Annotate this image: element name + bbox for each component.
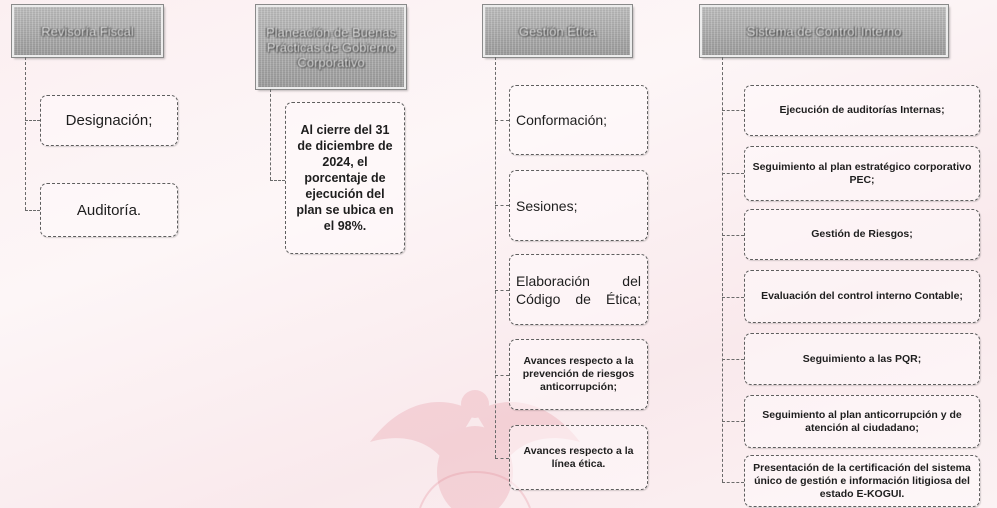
item-label: Avances respecto a la línea ética.	[523, 444, 634, 470]
connector-line	[722, 57, 723, 482]
item-conformacion: Conformación;	[509, 85, 648, 155]
item-label: Al cierre del 31 de diciembre de 2024, e…	[296, 123, 394, 233]
connector-line	[270, 180, 285, 181]
connector-line	[495, 458, 509, 459]
item-codigo-etica: Elaboración del Código de Ética;	[509, 254, 648, 325]
connector-line	[495, 120, 509, 121]
item-plan-anticorrupcion: Seguimiento al plan anticorrupción y de …	[744, 395, 980, 448]
header-control-interno: Sistema de Control Interno	[700, 5, 948, 57]
item-label: Elaboración del Código de Ética;	[516, 272, 641, 307]
header-label: Gestión Ética	[518, 23, 597, 39]
item-auditorias-internas: Ejecución de auditorías Internas;	[744, 85, 980, 136]
connector-line	[722, 359, 744, 360]
header-label: Sistema de Control Interno	[746, 23, 902, 39]
header-label: Revisoría Fiscal	[41, 23, 134, 39]
connector-line	[495, 205, 509, 206]
item-label: Auditoría.	[76, 201, 142, 219]
connector-line	[25, 210, 40, 211]
item-label: Seguimiento a las PQR;	[802, 352, 922, 365]
connector-line	[722, 173, 744, 174]
item-label: Seguimiento al plan anticorrupción y de …	[762, 408, 962, 434]
item-label: Sesiones;	[516, 197, 578, 214]
connector-line	[722, 235, 744, 236]
item-label: Gestión de Riesgos;	[811, 228, 913, 240]
connector-line	[722, 110, 744, 111]
header-gestion-etica: Gestión Ética	[483, 5, 632, 57]
item-riesgos-anticorrupcion: Avances respecto a la prevención de ries…	[509, 339, 648, 410]
connector-line	[495, 57, 496, 458]
item-label: Presentación de la certificación del sis…	[753, 461, 971, 500]
connector-line	[25, 120, 40, 121]
connector-line	[495, 290, 509, 291]
header-label: Planeación de Buenas Prácticas de Gobier…	[265, 24, 397, 70]
item-label: Conformación;	[516, 112, 608, 128]
item-label: Designación;	[65, 112, 153, 129]
item-designacion: Designación;	[40, 95, 178, 146]
item-sesiones: Sesiones;	[509, 170, 648, 241]
item-auditoria: Auditoría.	[40, 183, 178, 237]
item-gestion-riesgos: Gestión de Riesgos;	[744, 209, 980, 260]
item-label: Ejecución de auditorías Internas;	[779, 104, 945, 116]
connector-line	[722, 297, 744, 298]
header-gobierno-corporativo: Planeación de Buenas Prácticas de Gobier…	[256, 5, 406, 89]
item-plan-estrategico: Seguimiento al plan estratégico corporat…	[744, 146, 980, 201]
item-pqr: Seguimiento a las PQR;	[744, 333, 980, 385]
item-label: Evaluación del control interno Contable;	[761, 290, 963, 302]
item-linea-etica: Avances respecto a la línea ética.	[509, 425, 648, 490]
connector-line	[25, 57, 26, 210]
item-ejecucion-plan: Al cierre del 31 de diciembre de 2024, e…	[285, 102, 405, 254]
item-label: Avances respecto a la prevención de ries…	[522, 355, 635, 393]
connector-line	[722, 421, 744, 422]
item-ekogui: Presentación de la certificación del sis…	[744, 455, 980, 507]
item-label: Seguimiento al plan estratégico corporat…	[752, 160, 972, 186]
connector-line	[495, 375, 509, 376]
item-control-contable: Evaluación del control interno Contable;	[744, 270, 980, 323]
header-revisoria-fiscal: Revisoría Fiscal	[12, 5, 163, 57]
connector-line	[270, 89, 271, 180]
connector-line	[722, 482, 744, 483]
